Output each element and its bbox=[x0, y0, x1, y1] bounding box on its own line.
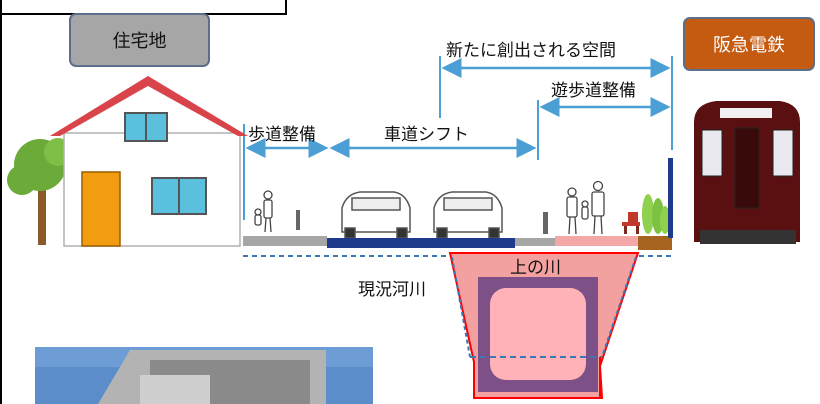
house-illustration bbox=[50, 76, 248, 247]
dimension-lines bbox=[243, 56, 673, 220]
train-illustration bbox=[694, 101, 800, 244]
railway-badge: 阪急電鉄 bbox=[683, 17, 815, 71]
pedestrian-figures bbox=[254, 190, 300, 233]
culvert-photo bbox=[35, 347, 373, 404]
promenade-label: 遊歩道整備 bbox=[551, 81, 636, 101]
car-right bbox=[433, 191, 503, 239]
river-culvert bbox=[448, 252, 640, 399]
frame-border-left bbox=[0, 0, 2, 404]
existing-river-label: 現況河川 bbox=[358, 280, 426, 300]
new-space-label: 新たに創出される空間 bbox=[446, 41, 616, 61]
sidewalk-label: 歩道整備 bbox=[248, 125, 316, 145]
bench-illustration bbox=[622, 212, 640, 234]
car-left bbox=[341, 191, 411, 239]
retaining-wall-post bbox=[668, 158, 673, 238]
road-surface bbox=[243, 236, 672, 257]
road-shift-label: 車道シフト bbox=[384, 125, 469, 145]
river-name-label: 上の川 bbox=[510, 258, 561, 278]
residential-area-badge: 住宅地 bbox=[69, 13, 210, 67]
promenade-figures bbox=[543, 180, 605, 235]
planting-illustration bbox=[642, 194, 670, 234]
tree-illustration bbox=[7, 138, 72, 245]
